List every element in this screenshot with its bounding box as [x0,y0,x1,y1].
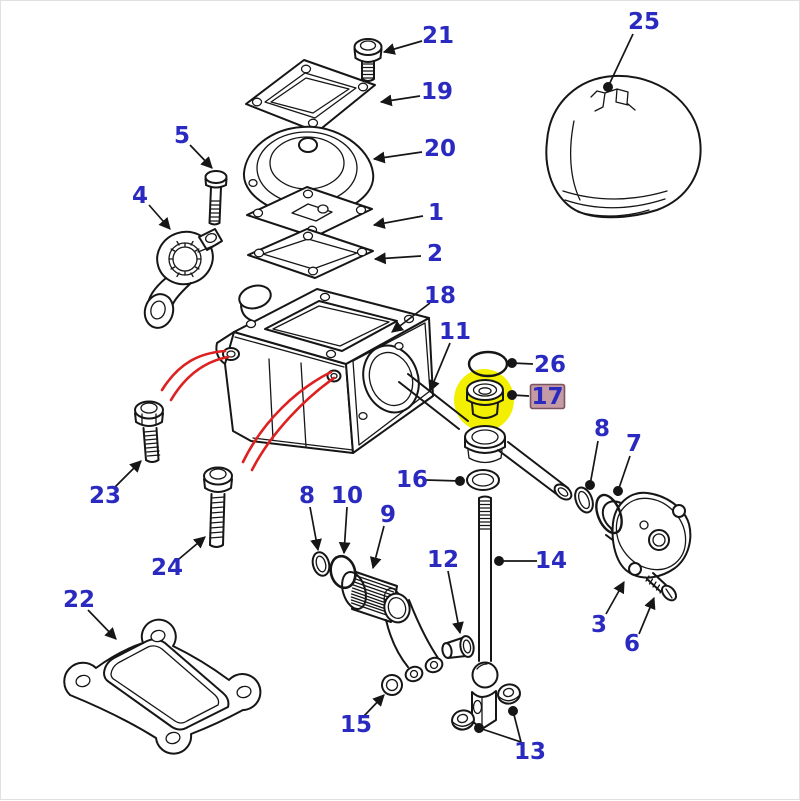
label-23: 23 [89,460,142,509]
part-number-9: 9 [380,502,396,528]
label-3: 3 [591,580,625,638]
part-number-23: 23 [89,483,121,509]
part-25-gear-knob [545,74,702,219]
part-10-o-ring [329,554,357,590]
part-15-o-ring [381,674,403,696]
part-number-25: 25 [628,9,660,35]
part-14-rod [471,495,499,730]
part-number-1: 1 [428,200,444,226]
part-22-gasket [63,618,262,755]
label-5: 5 [174,123,213,169]
label-26: 26 [507,352,566,378]
part-2-gasket [247,228,374,279]
part-5-bolt [204,170,228,226]
part-number-21: 21 [422,23,454,49]
part-callout-17[interactable]: 17 [507,383,566,410]
label-24: 24 [151,536,206,581]
part-number-20: 20 [424,136,456,162]
label-11: 11 [428,319,471,393]
part-12-pin [441,635,475,659]
label-15: 15 [340,694,385,738]
part-1-plate [246,186,373,238]
part-23-bolt [134,400,164,463]
label-14: 14 [494,548,567,574]
label-4: 4 [132,183,171,230]
part-number-10: 10 [331,483,363,509]
part-number-17: 17 [531,384,563,410]
assembly-alignment-lines [160,349,336,472]
label-19: 19 [379,79,453,107]
label-6: 6 [624,596,656,657]
part-number-4: 4 [132,183,148,209]
part-19-gasket [245,59,376,133]
part-20-cover [242,125,375,218]
part-4-clamp-lever [143,228,223,329]
part-8-o-ring-left [311,551,331,577]
label-21: 21 [382,23,454,55]
part-3-flange [601,491,692,579]
part-number-11: 11 [439,319,471,345]
part-number-22: 22 [63,587,95,613]
part-number-8-left: 8 [299,483,315,509]
part-17-bushing [466,379,504,419]
label-7: 7 [613,431,642,496]
part-7-o-ring [595,493,623,535]
label-18: 18 [391,283,456,333]
label-13: 13 [474,706,546,765]
part-number-2: 2 [427,241,443,267]
part-11-selector-shaft [398,373,573,501]
part-number-15: 15 [340,712,372,738]
label-9: 9 [369,502,396,570]
part-number-19: 19 [421,79,453,105]
label-12: 12 [427,547,464,635]
part-26-o-ring [467,350,509,378]
part-number-26: 26 [534,352,566,378]
part-number-13: 13 [514,739,546,765]
label-8-right: 8 [585,416,610,490]
label-20: 20 [372,136,456,164]
part-number-5: 5 [174,123,190,149]
part-18-housing [215,284,434,454]
part-6-screw [645,572,678,602]
part-number-6: 6 [624,631,640,657]
label-10: 10 [331,483,363,555]
part-8-o-ring-right [574,486,594,514]
part-number-14: 14 [535,548,567,574]
part-number-8-right: 8 [594,416,610,442]
part-number-18: 18 [424,283,456,309]
part-number-3: 3 [591,612,607,638]
part-16-o-ring [466,469,500,491]
label-1: 1 [372,200,444,229]
label-22: 22 [63,587,117,640]
label-8-left: 8 [299,483,322,552]
part-24-bolt [203,466,233,548]
label-2: 2 [373,241,443,267]
part-labels: 21 19 20 1 2 25 5 4 [63,9,660,765]
part-number-7: 7 [626,431,642,457]
part-9-lever-arm [341,571,444,683]
part-number-12: 12 [427,547,459,573]
part-21-bolt [353,38,383,82]
part-number-16: 16 [396,467,428,493]
label-25: 25 [603,9,660,92]
part-13-bushings [451,683,521,731]
part-number-24: 24 [151,555,183,581]
label-16: 16 [396,467,465,493]
